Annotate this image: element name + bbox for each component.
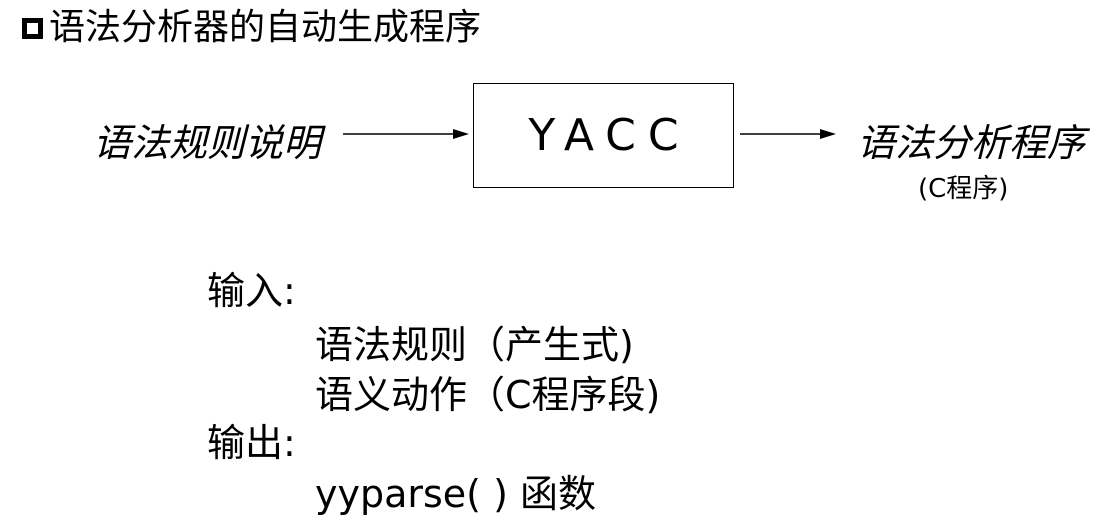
output-sublabel: (C程序) bbox=[918, 174, 1009, 204]
input-heading: 输入: bbox=[207, 269, 296, 313]
input-arrow-icon bbox=[343, 129, 469, 139]
output-label: 语法分析程序 bbox=[857, 121, 1086, 165]
input-label: 语法规则说明 bbox=[93, 121, 322, 165]
input-item-semantic-actions: 语义动作（C程序段) bbox=[315, 373, 661, 417]
page-title: 语法分析器的自动生成程序 bbox=[22, 4, 481, 52]
output-item-yyparse: yyparse( ) 函数 bbox=[315, 472, 596, 516]
square-bullet-icon bbox=[22, 17, 43, 39]
yacc-box: YACC bbox=[473, 83, 734, 188]
input-item-grammar-rules: 语法规则（产生式) bbox=[315, 323, 634, 367]
output-arrow-icon bbox=[740, 129, 836, 139]
output-heading: 输出: bbox=[207, 421, 296, 465]
page-title-text: 语法分析器的自动生成程序 bbox=[49, 7, 482, 48]
yacc-label: YACC bbox=[528, 109, 691, 161]
